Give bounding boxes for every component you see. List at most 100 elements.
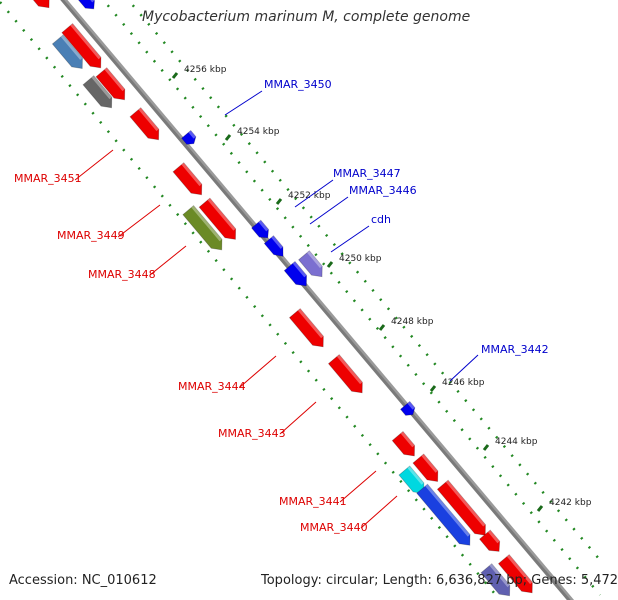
gene-labels: MMAR_3450MMAR_3447MMAR_3446cdhMMAR_3442M… <box>14 78 549 534</box>
label-leader <box>239 355 277 388</box>
gene-red-top <box>25 0 50 9</box>
gene-red-small-highlight <box>487 530 500 544</box>
gene-mmar-3450 <box>180 129 197 145</box>
gene-mmar-3440-blue <box>416 483 471 546</box>
gene-cdh-highlight <box>307 250 323 269</box>
gene-label-reverse: MMAR_3451 <box>14 172 82 185</box>
label-leader <box>339 470 377 503</box>
gene-steelblue-body <box>51 34 83 69</box>
gene-mmar-3444-highlight <box>297 308 324 339</box>
gene-label-reverse: MMAR_3443 <box>218 427 286 440</box>
gene-mmar-3451-a-body <box>61 23 102 69</box>
gene-blue-3446b-body <box>283 260 307 287</box>
gene-mmar-3446-body <box>263 235 284 257</box>
gene-label-forward: MMAR_3442 <box>481 343 549 356</box>
gene-red-small <box>478 529 501 552</box>
gene-mmar-3450-body <box>180 129 197 145</box>
gene-mmar-3446-highlight <box>271 235 283 249</box>
scale-tick-label: 4256 kbp <box>184 65 227 75</box>
gene-red-bottom <box>497 554 533 594</box>
gene-label-forward: MMAR_3446 <box>349 184 417 197</box>
gene-gray <box>82 75 113 109</box>
gene-mmar-3448-olive-highlight <box>191 205 222 242</box>
scale-tick-label: 4248 kbp <box>391 317 434 327</box>
gene-label-reverse: MMAR_3444 <box>178 380 246 393</box>
scale-tick-mark <box>275 198 283 205</box>
gene-mmar-3449-body <box>172 162 203 196</box>
gene-cyan-highlight <box>407 466 424 485</box>
gene-mmar-3451-b-body <box>95 67 126 101</box>
gene-red-bottom-highlight <box>506 554 533 585</box>
gene-mmar-3448 <box>198 197 237 240</box>
gene-steelblue-highlight <box>60 34 83 60</box>
gene-features <box>25 0 533 597</box>
gene-mmar-3444-body <box>288 308 324 348</box>
label-leader <box>449 354 479 382</box>
label-leader <box>74 149 114 181</box>
gene-red-top-body <box>25 0 50 9</box>
gene-purple-bottom-body <box>480 563 511 597</box>
gene-mmar-3441 <box>412 453 439 482</box>
label-leader <box>117 204 161 238</box>
gene-cdh <box>298 250 323 278</box>
gene-mmar-3440 <box>436 479 486 536</box>
gene-steelblue <box>51 34 83 69</box>
accession-text: Accession: NC_010612 <box>9 573 157 588</box>
gene-mmar-3443 <box>327 354 363 394</box>
gene-mmar-3451-a <box>61 23 102 69</box>
dotted-guide-2 <box>101 0 601 596</box>
gene-mmar-3443-highlight <box>336 354 363 385</box>
gene-mmar-3447 <box>251 219 269 239</box>
gene-label-reverse: MMAR_3449 <box>57 229 125 242</box>
gene-mmar-3442-highlight <box>407 401 415 410</box>
gene-mmar-3442-body <box>399 400 416 416</box>
gene-blue-top <box>77 0 95 10</box>
gene-mmar-3451 <box>129 107 160 141</box>
label-leader <box>224 90 263 116</box>
gene-purple-bottom-highlight <box>489 563 510 588</box>
scale-tick-mark <box>482 444 490 451</box>
gene-blue-3446b-highlight <box>292 261 307 278</box>
gene-mmar-3448-body <box>198 197 237 240</box>
gene-mmar-3446 <box>263 235 284 257</box>
gene-mmar-3441-a <box>391 430 415 457</box>
gene-blue-3446b <box>283 260 307 287</box>
dotted-guides <box>0 0 601 600</box>
gene-red-small-body <box>478 529 501 552</box>
gene-cdh-body <box>298 250 323 278</box>
scale-tick-mark <box>429 385 437 392</box>
genome-summary: Topology: circular; Length: 6,636,827 bp… <box>261 573 618 588</box>
label-leader <box>330 225 370 253</box>
gene-mmar-3441-a-body <box>391 430 415 457</box>
gene-mmar-3449 <box>172 162 203 196</box>
gene-label-forward: MMAR_3447 <box>333 167 401 180</box>
gene-label-forward: MMAR_3450 <box>264 78 332 91</box>
gene-mmar-3451-b <box>95 67 126 101</box>
map-title: Mycobacterium marinum M, complete genome <box>142 9 471 25</box>
label-leader <box>309 196 349 225</box>
backbone-shadow <box>60 0 575 600</box>
gene-mmar-3444 <box>288 308 324 348</box>
scale-tick-mark <box>326 261 334 268</box>
gene-label-reverse: MMAR_3448 <box>88 268 156 281</box>
scale-tick-label: 4250 kbp <box>339 254 382 264</box>
scale-tick-label: 4246 kbp <box>442 378 485 388</box>
gene-mmar-3448-olive <box>182 205 223 251</box>
label-leader <box>149 245 187 276</box>
gene-mmar-3448-olive-body <box>182 205 223 251</box>
gene-mmar-3451-highlight <box>138 107 159 132</box>
backbone-line <box>60 0 571 600</box>
gene-mmar-3442 <box>399 400 416 416</box>
label-leader <box>360 495 398 529</box>
dotted-guide-1 <box>0 1 501 600</box>
scale-tick-label: 4244 kbp <box>495 437 538 447</box>
gene-mmar-3441-highlight <box>421 454 438 473</box>
scale-tick-mark <box>171 72 179 79</box>
gene-label-reverse: MMAR_3441 <box>279 495 347 508</box>
scale-tick-mark <box>536 505 544 512</box>
gene-gray-highlight <box>91 75 112 100</box>
gene-mmar-3447-body <box>251 219 269 239</box>
scale-tick-label: 4242 kbp <box>549 498 592 508</box>
gene-mmar-3451-body <box>129 107 160 141</box>
gene-mmar-3447-highlight <box>258 220 269 232</box>
